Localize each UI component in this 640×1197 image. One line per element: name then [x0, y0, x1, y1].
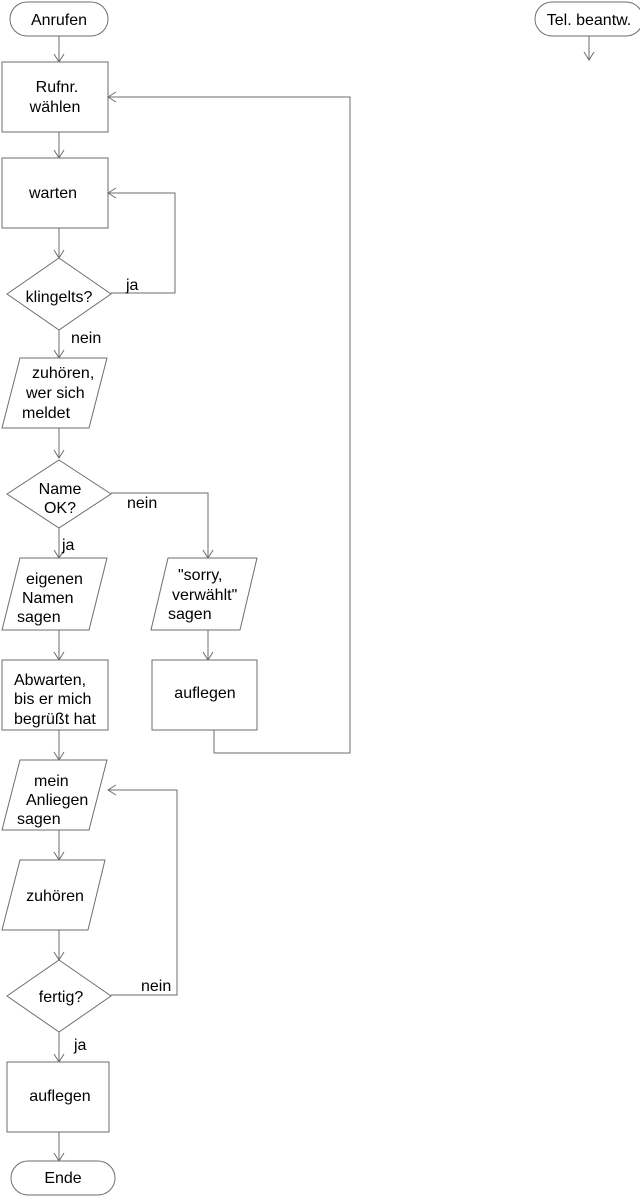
terminal-tel-beantw: Tel. beantw.	[534, 1, 640, 37]
process-warten-label: warten	[28, 185, 77, 202]
process-rufnr-waehlen: Rufnr. wählen	[1, 61, 109, 133]
process-auflegen-right: auflegen	[151, 659, 258, 731]
process-abwarten-line2: bis er mich	[14, 691, 91, 708]
io-sorry-verwaehlt-sagen: "sorry, verwählt" sagen	[150, 557, 258, 631]
decision-fertig: fertig?	[6, 959, 112, 1033]
decision-klingelts: klingelts?	[6, 257, 112, 331]
process-rufnr-line1: Rufnr.	[36, 79, 79, 96]
edge-label-klingelts-nein: nein	[71, 330, 101, 347]
decision-fertig-label: fertig?	[39, 989, 84, 1006]
process-warten: warten	[1, 157, 109, 229]
terminal-ende-label: Ende	[44, 1170, 81, 1187]
io-zuhoeren-meldet-line3: meldet	[22, 405, 71, 422]
process-auflegen-bottom: auflegen	[6, 1061, 110, 1133]
io-zuhoeren-label: zuhören	[26, 888, 84, 905]
io-zuhoeren-meldet-line2: wer sich	[25, 385, 85, 402]
io-sorry-line2: verwählt"	[172, 587, 237, 604]
decision-name-ok: Name OK?	[6, 459, 112, 529]
process-abwarten-line3: begrüßt hat	[14, 711, 96, 728]
io-eigenen-namen-sagen: eigenen Namen sagen	[1, 557, 108, 631]
io-anliegen-line3: sagen	[17, 811, 61, 828]
io-anliegen-line1: mein	[34, 773, 69, 790]
io-eigenen-namen-line3: sagen	[17, 609, 61, 626]
edge-label-name-ja: ja	[61, 537, 75, 554]
decision-klingelts-label: klingelts?	[26, 289, 93, 306]
edge-label-fertig-ja: ja	[73, 1037, 87, 1054]
terminal-anrufen-label: Anrufen	[31, 12, 87, 29]
process-abwarten-line1: Abwarten,	[14, 672, 86, 689]
edge-label-klingelts-ja: ja	[125, 277, 139, 294]
io-eigenen-namen-line1: eigenen	[26, 571, 83, 588]
process-auflegen-bottom-label: auflegen	[29, 1088, 90, 1105]
io-eigenen-namen-line2: Namen	[22, 590, 74, 607]
io-anliegen-line2: Anliegen	[26, 792, 88, 809]
io-sorry-line3: sagen	[168, 606, 212, 623]
io-zuhoeren: zuhören	[1, 859, 106, 931]
io-mein-anliegen-sagen: mein Anliegen sagen	[1, 759, 108, 831]
edge-label-name-nein: nein	[127, 495, 157, 512]
edge-label-fertig-nein: nein	[141, 978, 171, 995]
process-auflegen-right-label: auflegen	[174, 685, 235, 702]
io-zuhoeren-meldet-line1: zuhören,	[32, 365, 94, 382]
io-sorry-line1: "sorry,	[178, 567, 223, 584]
terminal-tel-beantw-label: Tel. beantw.	[547, 12, 632, 29]
process-abwarten: Abwarten, bis er mich begrüßt hat	[1, 659, 109, 731]
io-zuhoeren-meldet: zuhören, wer sich meldet	[1, 357, 108, 429]
decision-name-ok-line1: Name	[39, 481, 82, 498]
terminal-anrufen: Anrufen	[9, 1, 109, 37]
decision-name-ok-line2: OK?	[44, 500, 76, 517]
terminal-ende: Ende	[10, 1160, 116, 1196]
process-rufnr-line2: wählen	[29, 99, 81, 116]
